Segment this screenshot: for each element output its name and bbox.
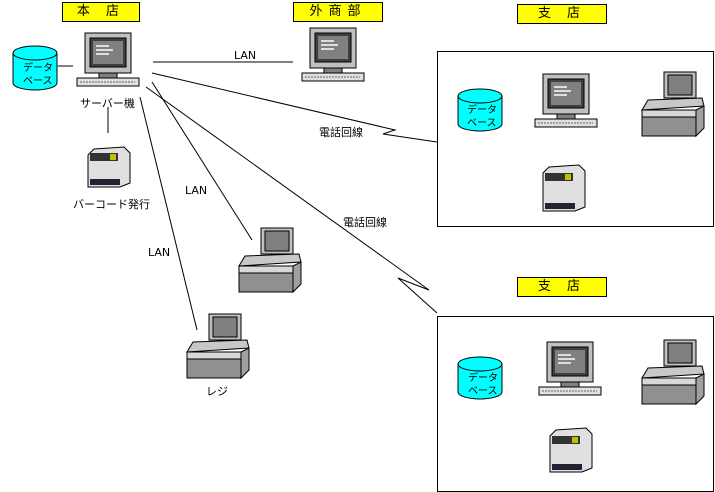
phone-line-branch2 xyxy=(145,86,438,314)
b1-db-label1: データ xyxy=(467,105,497,116)
sales-computer-icon xyxy=(301,27,365,82)
branch2-register-icon xyxy=(641,339,705,406)
barcode-printer-icon xyxy=(87,146,131,188)
lan-register1-line xyxy=(151,81,253,241)
phone-line-branch1 xyxy=(151,72,438,143)
lan-sales-label: LAN xyxy=(234,49,257,62)
branch2-computer-icon xyxy=(538,341,602,396)
phone-branch2-label: 電話回線 xyxy=(343,216,387,229)
register-label: レジ xyxy=(206,385,228,398)
headquarters-title: 本 店 xyxy=(62,2,140,22)
sales-dept-title: 外商部 xyxy=(293,2,383,22)
lan-register2-line xyxy=(139,96,198,331)
b2-db-label1: データ xyxy=(468,373,498,384)
register-icon xyxy=(186,313,250,380)
server-label: サーバー機 xyxy=(80,97,135,110)
server-computer-icon xyxy=(76,32,140,87)
hq-db-label1: データ xyxy=(23,63,53,74)
barcode-label: バーコード発行 xyxy=(73,198,150,211)
branch2-printer-icon xyxy=(549,427,593,473)
hq-db-label2: ベース xyxy=(23,76,53,87)
register-icon xyxy=(238,227,302,294)
branch1-computer-icon xyxy=(534,73,598,128)
branch1-printer-icon xyxy=(542,164,586,212)
branch1-title: 支 店 xyxy=(517,4,607,24)
database-icon xyxy=(457,88,503,132)
branch1-register-icon xyxy=(641,71,705,138)
database-icon xyxy=(12,45,58,91)
phone-branch1-label: 電話回線 xyxy=(319,126,363,139)
lan-register1-label: LAN xyxy=(185,184,208,197)
branch2-title: 支 店 xyxy=(517,277,607,297)
b1-db-label2: ベース xyxy=(467,118,497,129)
b2-db-label2: ベース xyxy=(468,386,498,397)
lan-register2-label: LAN xyxy=(148,246,171,259)
database-icon xyxy=(457,356,503,400)
